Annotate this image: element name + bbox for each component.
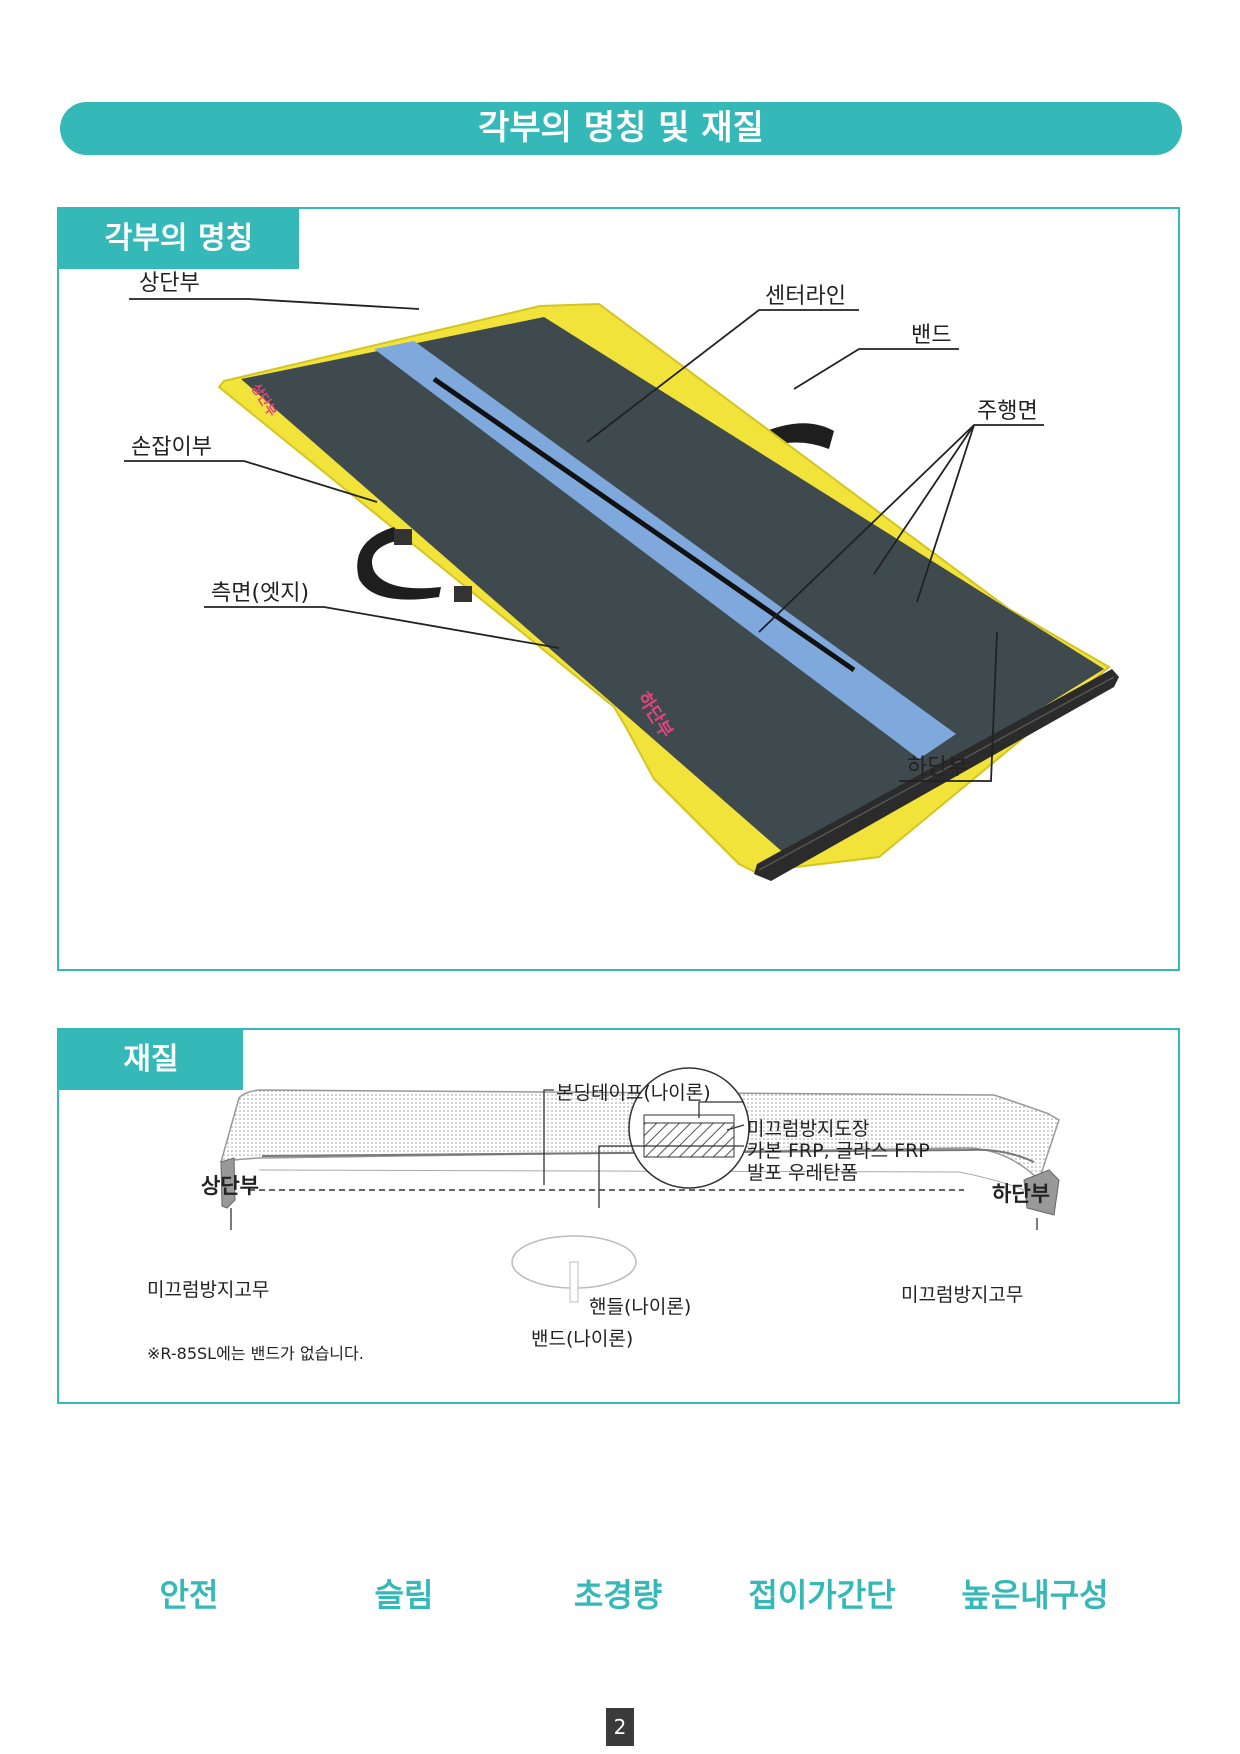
material-panel-tab: 재질	[59, 1030, 243, 1090]
left-rubber	[220, 1157, 236, 1209]
leader-center-line	[586, 309, 859, 443]
label-antislip-coating: 미끄럼방지도장	[747, 1118, 870, 1140]
leader-handle	[124, 460, 378, 503]
bottom-rubber	[754, 669, 1119, 881]
label-core-material: 카본 FRP, 글라스 FRP	[747, 1140, 930, 1162]
handle-clip-2	[454, 586, 472, 602]
page-number: 2	[606, 1708, 634, 1746]
label-bottom-end: 하단부	[907, 755, 968, 780]
feature-keywords: 안전 슬림 초경량 접이가간단 높은내구성	[0, 1570, 1240, 1620]
label-center-line: 센터라인	[765, 284, 846, 309]
center-line	[432, 376, 856, 673]
right-rubber	[1023, 1169, 1060, 1216]
label-rubber-left: 미끄럼방지고무	[147, 1279, 270, 1301]
label-handle-nylon: 핸들(나이론)	[589, 1296, 692, 1318]
feature-lightweight: 초경량	[573, 1576, 663, 1614]
label-band-nylon: 밴드(나이론)	[531, 1328, 634, 1350]
label-top-end: 상단부	[139, 271, 200, 296]
parts-panel-tab: 각부의 명칭	[59, 209, 299, 269]
leader-running-surface-2	[758, 424, 975, 633]
feature-durability: 높은내구성	[961, 1576, 1109, 1614]
page-title: 각부의 명칭 및 재질	[478, 108, 764, 148]
label-band: 밴드	[911, 323, 952, 348]
center-tape	[374, 341, 956, 759]
label-handle: 손잡이부	[131, 435, 212, 460]
leader-foam	[598, 1145, 744, 1208]
parts-panel: 각부의 명칭 상단부 하단부	[57, 207, 1180, 971]
material-panel-tab-label: 재질	[123, 1042, 179, 1077]
label-top-end-section: 상단부	[201, 1174, 259, 1198]
page-title-banner: 각부의 명칭 및 재질	[60, 102, 1182, 155]
label-side-edge: 측면(엣지)	[211, 581, 310, 606]
leader-top-end	[129, 298, 420, 310]
ramp-illustration: 상단부 하단부	[124, 298, 1119, 881]
label-bonding-tape: 본딩테이프(나이론)	[556, 1082, 711, 1104]
leader-bottom-end	[899, 631, 998, 782]
zoom-core	[643, 1122, 735, 1158]
feature-slim: 슬림	[374, 1576, 434, 1614]
feature-easy-folding: 접이가간단	[748, 1576, 896, 1614]
leader-bonding-tape	[543, 1089, 554, 1185]
band-stem	[569, 1261, 579, 1303]
label-foam: 발포 우레탄폼	[747, 1162, 858, 1184]
material-panel: 재질	[57, 1028, 1180, 1404]
label-rubber-right: 미끄럼방지고무	[901, 1284, 1024, 1306]
handle-clip-1	[394, 529, 412, 545]
cross-section-diagram	[219, 1067, 1060, 1303]
leader-running-surface-3	[916, 424, 975, 603]
leader-side-edge	[204, 606, 560, 649]
note-no-band: ※R-85SL에는 밴드가 없습니다.	[147, 1344, 364, 1363]
left-band-strap	[357, 527, 441, 600]
leader-antislip	[698, 1101, 744, 1118]
label-running-surface: 주행면	[977, 399, 1038, 424]
feature-safety: 안전	[159, 1576, 219, 1614]
label-bottom-end-section: 하단부	[992, 1182, 1050, 1206]
leader-band	[793, 348, 959, 390]
zoom-coating	[643, 1114, 735, 1124]
leader-core	[726, 1124, 745, 1131]
parts-panel-tab-label: 각부의 명칭	[104, 221, 254, 256]
